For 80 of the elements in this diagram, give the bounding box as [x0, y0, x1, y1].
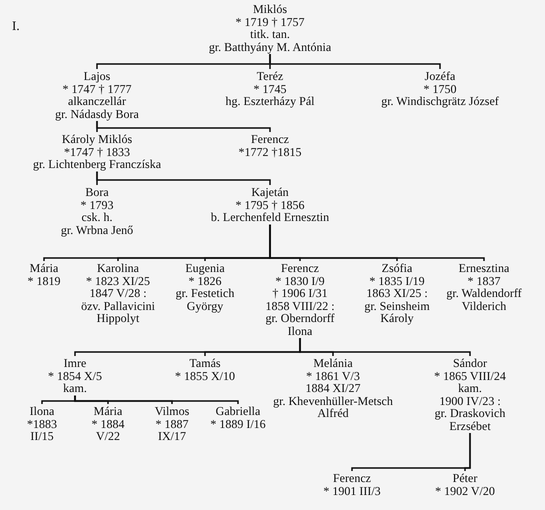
person-detail: * 1826 [188, 274, 222, 287]
person-detail: * 1861 V/3 [305, 370, 361, 382]
person-detail: gr. Draskovich Erzsébet [434, 407, 506, 432]
person-name: Ferencz [332, 472, 372, 484]
person-detail: * 1745 [252, 82, 288, 95]
person-name: Ernesztina [458, 262, 510, 274]
person-name: Tamás [188, 357, 222, 370]
person-detail: * 1884 V/22 [90, 418, 126, 442]
person-detail: * 1793 [80, 198, 114, 211]
person-detail: † 1906 I/31 [271, 287, 329, 300]
person-detail: 1858 VIII/22 : [264, 300, 336, 312]
person-detail: 1863 XI/25 : [365, 287, 429, 300]
person-detail: gr. Waldendorff Vilderich [445, 287, 523, 312]
person-name: Péter [452, 472, 478, 484]
person-detail: kam. [62, 382, 88, 394]
person-detail: * 1902 V/20 [434, 484, 496, 497]
person-detail: gr. Seinsheim Károly [363, 300, 431, 324]
person-detail: * 1837 [466, 274, 502, 287]
person-detail: 1900 IV/23 : [438, 394, 502, 407]
person-detail: * 1835 I/19 [368, 274, 426, 287]
person-detail: * 1865 VIII/24 [433, 370, 507, 382]
person-detail: gr. Wrbna Jenő [60, 224, 134, 236]
person-detail: b. Lerchenfeld Ernesztin [210, 211, 330, 224]
person-name: Mária [92, 405, 124, 418]
person-detail: * 1823 XI/25 [85, 274, 151, 287]
person-name: Jozéfa [424, 70, 456, 82]
person-name: Mária [28, 262, 60, 274]
person-name: Kajetán [250, 186, 290, 198]
family-tree-line [464, 433, 471, 471]
person-detail: kam. [457, 382, 483, 394]
person-detail: * 1750 [422, 82, 458, 95]
person-name: Miklós [252, 3, 288, 16]
person-detail: gr. Khevenhüller-Metsch Alfréd [273, 394, 393, 420]
person-detail: gr. Oberndorff Ilona [264, 312, 336, 337]
person-name: Melánia [312, 357, 354, 370]
person-name: Sándor [452, 357, 488, 370]
person-detail: 1884 XI/27 [304, 382, 362, 394]
person-name: Lajos [82, 70, 112, 82]
person-detail: * 1854 X/5 [47, 370, 103, 382]
person-detail: titk. tan. [249, 28, 291, 40]
family-tree-line [299, 338, 471, 356]
family-tree-line [74, 396, 239, 404]
person-detail: gr. Batthyány M. Antónia [208, 40, 332, 53]
person-name: Imre [62, 357, 88, 370]
person-detail: * 1719 † 1757 [234, 16, 306, 28]
person-detail: * 1747 † 1777 [62, 82, 132, 95]
person-name: Vilmos [154, 405, 190, 418]
person-detail: özv. Pallavicini Hippolyt [80, 300, 156, 324]
person-detail: hg. Eszterházy Pál [224, 95, 316, 108]
person-detail: gr. Nádasdy Bora [54, 108, 140, 120]
person-detail: * 1795 † 1856 [234, 198, 306, 211]
person-name: Gabriella [214, 405, 262, 418]
person-detail: * 1830 I/9 [274, 274, 326, 287]
person-name: Eugenia [184, 262, 226, 274]
person-detail: * 1855 X/10 [174, 370, 236, 382]
person-name: Ferencz [250, 133, 290, 146]
person-detail: gr. Festetich György [174, 287, 236, 312]
person-name: Teréz [256, 70, 284, 82]
person-detail: *1772 †1815 [238, 146, 302, 158]
person-name: Karolina [96, 262, 140, 274]
person-detail: csk. h. [80, 211, 114, 224]
person-detail: gr. Lichtenberg Franczíska [32, 158, 162, 170]
family-tree-line [96, 172, 271, 185]
person-detail: *1883 II/15 [26, 418, 58, 442]
person-name: Zsófia [380, 262, 414, 274]
person-detail: * 1901 III/3 [322, 484, 382, 497]
person-name: Bora [84, 186, 110, 198]
person-detail: 1847 V/28 : [88, 287, 148, 300]
family-tree-line [269, 54, 441, 69]
person-name: Ferencz [280, 262, 320, 274]
person-detail: * 1889 I/16 [209, 418, 267, 430]
family-tree-line [96, 121, 271, 132]
person-detail: gr. Windischgrätz József [380, 95, 500, 108]
person-detail: * 1887 IX/17 [154, 418, 190, 442]
person-detail: * 1819 [26, 274, 62, 287]
person-name: Ilona [28, 405, 56, 418]
person-name: Károly Miklós [60, 133, 134, 146]
person-detail: *1747 † 1833 [64, 146, 131, 158]
person-detail: alkanczellár [67, 95, 127, 108]
generation-number: I. [12, 20, 20, 32]
